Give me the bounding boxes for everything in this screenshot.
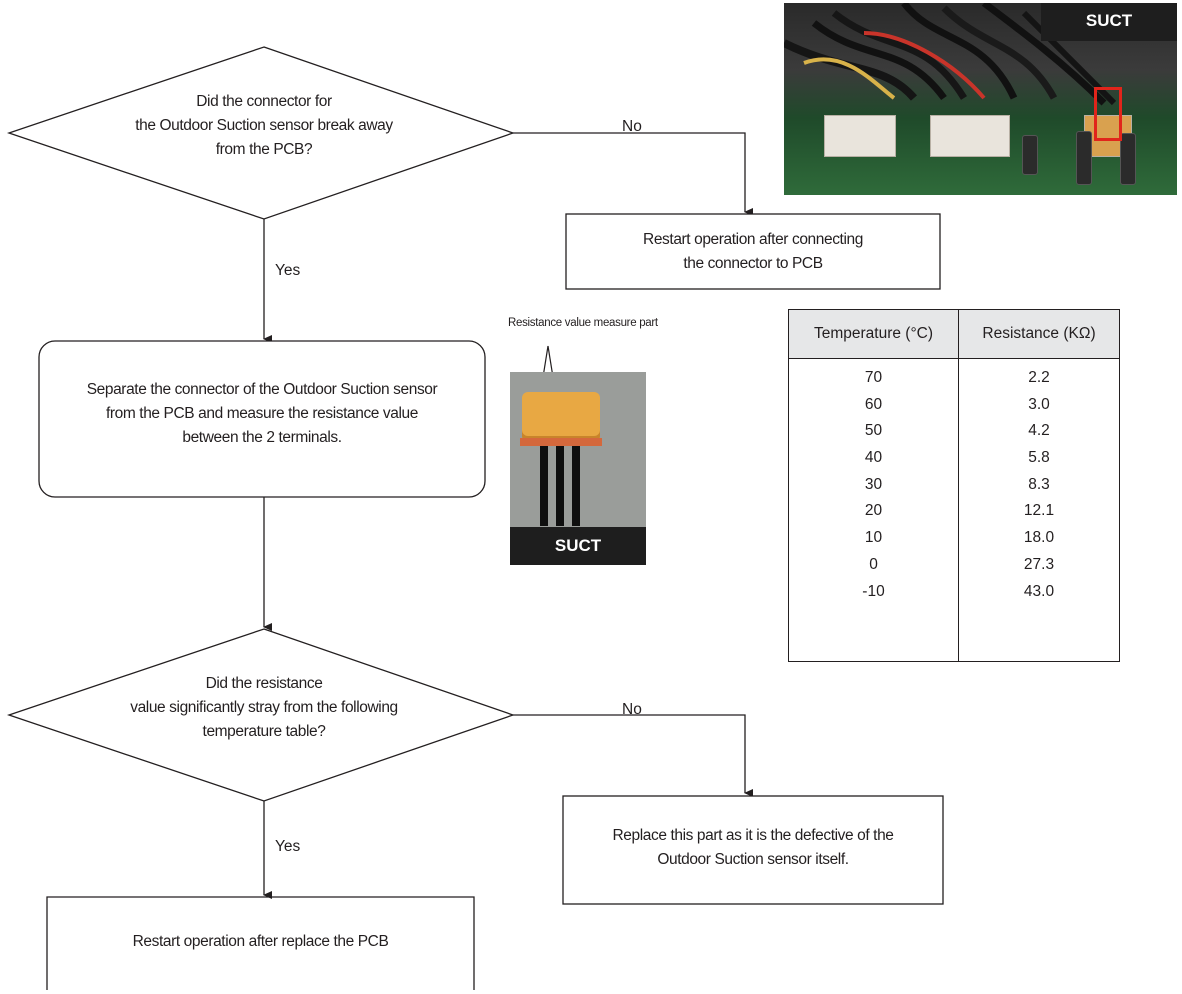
suct-highlight-marker [1094,87,1122,141]
table-header-resistance: Resistance (KΩ) [982,325,1096,342]
capacitor-graphic [1120,133,1136,185]
table-cell-resistance: 43.0 [1023,582,1055,600]
decision2-text: Did the resistance value significantly s… [64,672,464,744]
table-cell-temperature: 30 [864,475,883,493]
table-cell-temperature: 0 [869,555,878,573]
action-replace-part-line1: Replace this part as it is the defective… [612,827,894,844]
capacitor-graphic [1076,131,1092,185]
decision1-text: Did the connector for the Outdoor Suctio… [64,90,464,162]
sensor-plug-photo: SUCT [510,372,646,565]
action-measure-line3: between the 2 terminals. [182,429,342,446]
table-cell-resistance: 18.0 [1023,529,1055,547]
table-column-divider [958,310,959,661]
action-connect-line2: the connector to PCB [683,255,823,272]
action-replace-pcb-text: Restart operation after replace the PCB [132,933,389,950]
pcb-photo-tag: SUCT [1041,3,1177,41]
table-cell-resistance: 4.2 [1028,422,1050,440]
table-cell-temperature: 60 [864,395,883,413]
table-header-temperature: Temperature (°C) [813,325,934,342]
action-replace-part-text: Replace this part as it is the defective… [563,824,943,872]
decision1-line2: the Outdoor Suction sensor break away [135,117,393,134]
table-cell-temperature: 50 [864,422,883,440]
action-measure-line2: from the PCB and measure the resistance … [106,405,418,422]
capacitor-graphic [1022,135,1038,175]
decision1-no-label: No [622,118,642,135]
table-cell-resistance: 2.2 [1028,369,1050,386]
measure-point-caption: Resistance value measure part [508,317,658,329]
decision2-line3: temperature table? [202,723,326,740]
decision2-no-label: No [622,701,642,718]
decision1-line1: Did the connector for [196,93,332,110]
decision1-no-connector [513,132,753,216]
wire-bundle-graphic [784,3,1117,106]
action-measure-box [38,340,486,498]
connector-housing-graphic [522,392,600,442]
plug-photo-tag: SUCT [510,527,646,565]
decision2-line2: value significantly stray from the follo… [130,699,398,716]
action-connect-text: Restart operation after connecting the c… [566,228,940,276]
action-connect-line1: Restart operation after connecting [643,231,863,248]
action-replace-pcb-box [46,896,475,990]
action-measure-text: Separate the connector of the Outdoor Su… [39,378,485,450]
wire-graphic [572,446,580,526]
connector-rim-graphic [520,438,602,446]
table-cell-resistance: 5.8 [1028,449,1050,467]
table-row: 10 18.0 [789,525,1119,552]
table-cell-resistance: 27.3 [1023,555,1055,573]
action-connect-box [565,213,941,290]
action-replace-part-box [562,795,944,905]
pcb-connector-middle [930,115,1010,157]
table-row: 20 12.1 [789,498,1119,525]
table-cell-temperature: 10 [864,529,883,547]
decision2-yes-label: Yes [275,838,301,855]
table-cell-resistance: 12.1 [1023,502,1055,520]
table-cell-temperature: 20 [864,502,883,520]
table-header: Temperature (°C) Resistance (KΩ) [789,310,1119,359]
action-measure-line1: Separate the connector of the Outdoor Su… [86,381,438,398]
decision2-line1: Did the resistance [205,675,323,692]
decision1-line3: from the PCB? [215,141,313,158]
table-cell-resistance: 3.0 [1028,395,1050,413]
table-cell-resistance: 8.3 [1028,475,1050,493]
decision1-yes-label: Yes [275,262,301,279]
table-cell-temperature: 70 [864,369,883,386]
wire-graphic [556,446,564,526]
action-replace-part-line2: Outdoor Suction sensor itself. [657,851,849,868]
table-cell-temperature: -10 [862,582,885,600]
table-cell-temperature: 40 [864,449,883,467]
decision2-no-connector [513,714,753,797]
wire-graphic [540,446,548,526]
pcb-connector-left [824,115,896,157]
table-row: -10 43.0 [789,579,1119,606]
pcb-connector-photo: SUCT [784,3,1177,195]
